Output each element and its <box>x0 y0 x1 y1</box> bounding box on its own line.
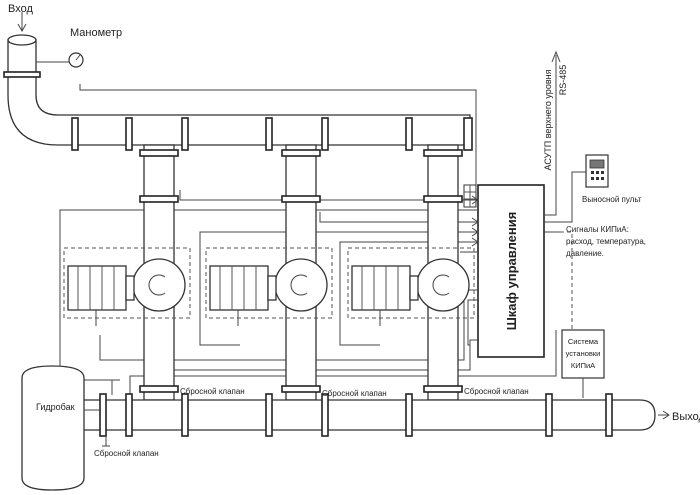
relief-valve-label-3: Сбросной клапан <box>464 387 529 396</box>
tank-relief-valve: Сбросной клапан <box>94 436 159 458</box>
remote-panel: Выносной пульт <box>544 154 642 223</box>
sensor-signals-line-2: расход, температура, <box>566 237 646 246</box>
control-cabinet: Шкаф управления <box>463 184 545 358</box>
control-wiring <box>59 190 557 395</box>
pump-unit-2 <box>205 144 333 401</box>
remote-panel-label: Выносной пульт <box>582 195 642 204</box>
sensor-signals-line-1: Сигналы КИПиА: <box>566 225 629 234</box>
relief-valve-label-1: Сбросной клапан <box>180 387 245 396</box>
pump-unit-3 <box>347 144 475 401</box>
tank-relief-valve-label: Сбросной клапан <box>94 449 159 458</box>
rs485-label: RS-485 <box>558 65 568 96</box>
discharge-line <box>79 393 670 437</box>
cabinet-label: Шкаф управления <box>504 212 519 331</box>
sensor-system-line-3: КИПиА <box>571 361 595 370</box>
outlet-label: Выход <box>672 411 700 423</box>
sensor-signals-line-3: давление. <box>566 249 604 258</box>
scada-label: АСУТП верхнего уровня <box>543 69 553 170</box>
relief-valve-label-2: Сбросной клапан <box>322 389 387 398</box>
suction-line <box>3 12 473 151</box>
hydro-tank: Гидробак <box>21 365 100 491</box>
sensor-system-line-2: установки <box>566 349 601 358</box>
pump-unit-1 <box>63 144 191 401</box>
manometer-label: Манометр <box>70 27 122 39</box>
inlet-label: Вход <box>8 3 33 15</box>
sensor-system-line-1: Система <box>568 337 599 346</box>
sensor-signals: Сигналы КИПиА: расход, температура, давл… <box>544 225 646 330</box>
sensor-system: Система установки КИПиА <box>561 329 605 398</box>
hydro-tank-label: Гидробак <box>36 402 75 412</box>
